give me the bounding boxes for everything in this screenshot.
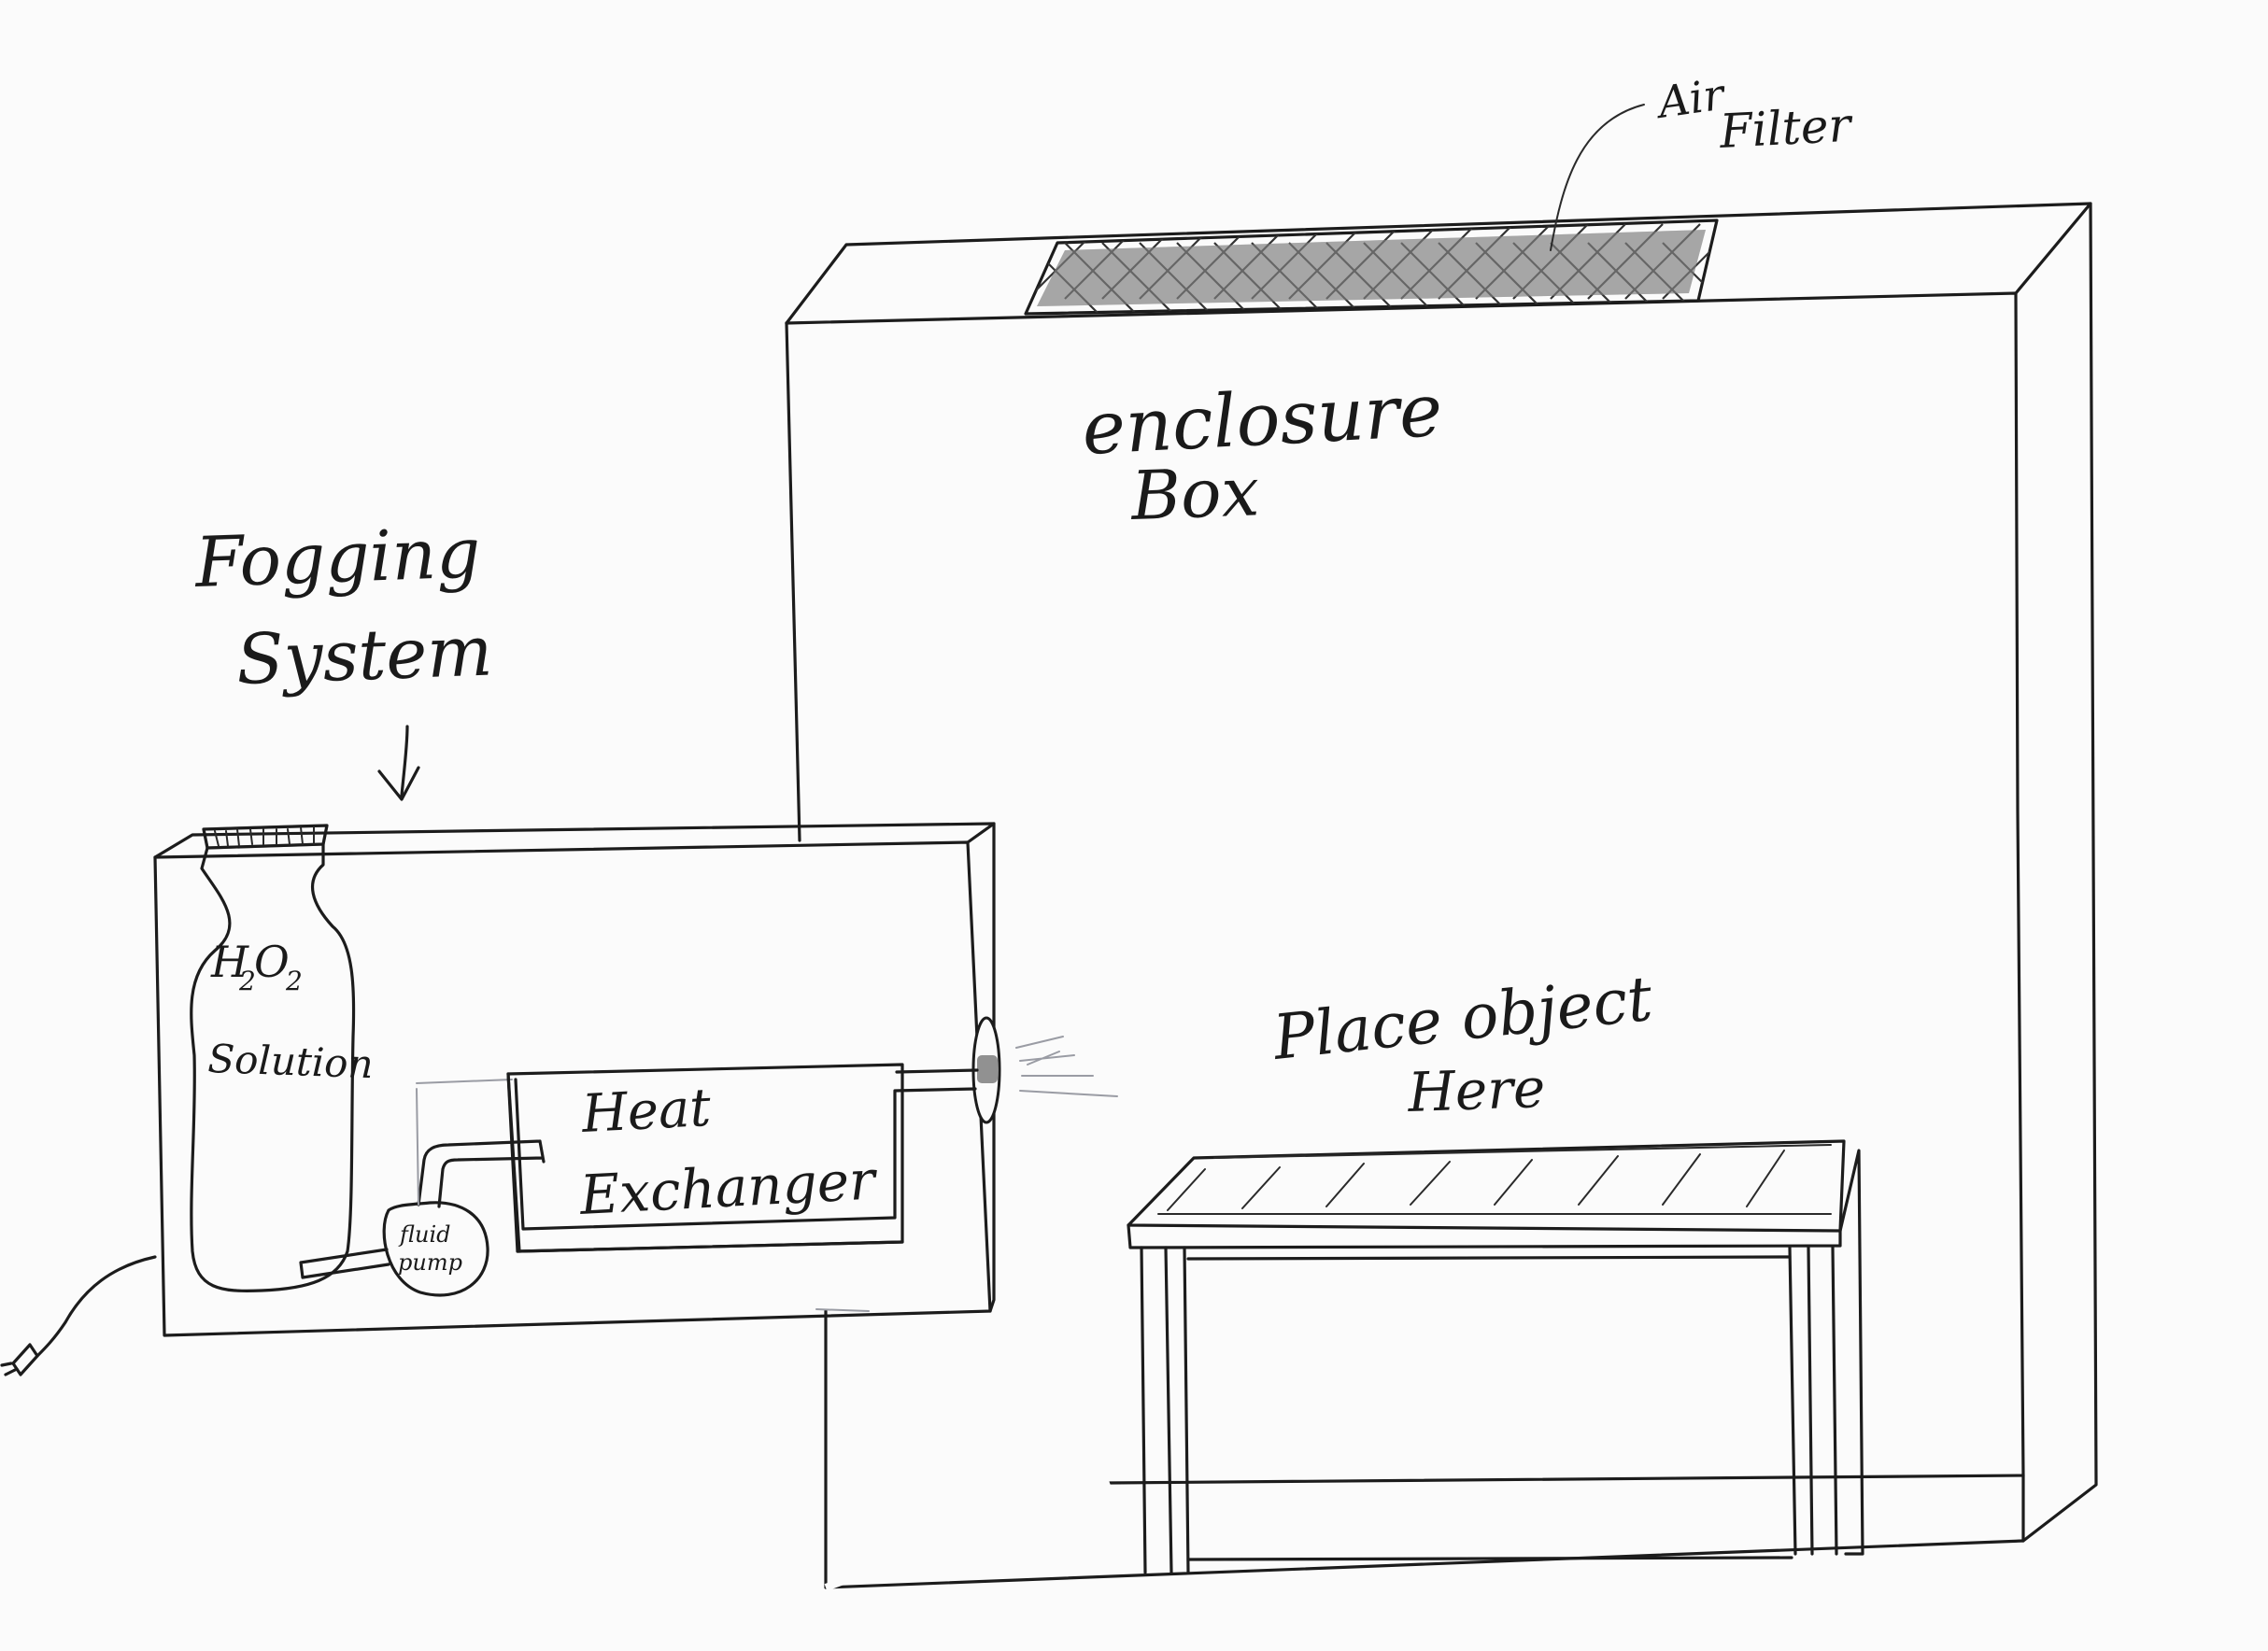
bottle-to-pump-tube bbox=[299, 1248, 390, 1279]
bottle-cap bbox=[202, 824, 329, 850]
air-filter-mesh bbox=[1027, 223, 1717, 314]
power-plug-icon bbox=[0, 1343, 39, 1376]
pump-label-pump: pump bbox=[398, 1249, 462, 1276]
object-stand bbox=[1127, 1139, 1864, 1574]
enclosure-front-left-edge bbox=[785, 321, 801, 842]
exchanger-label: Exchanger bbox=[577, 1148, 879, 1227]
enclosure-label: enclosure bbox=[1080, 369, 1444, 472]
enclosure-box bbox=[785, 202, 2098, 1591]
pump-label-fluid: fluid bbox=[398, 1221, 451, 1248]
heat-label: Heat bbox=[579, 1078, 713, 1145]
fluid-pump bbox=[382, 1201, 489, 1297]
h2o2-label-h: H bbox=[210, 937, 249, 987]
air-filter-label-filter: Filter bbox=[1718, 98, 1855, 159]
power-cord bbox=[35, 1255, 157, 1358]
h2o2-label-o: O bbox=[254, 937, 290, 987]
h2o2-bottle bbox=[190, 824, 356, 1292]
h2o2-label-sub-2a: 2 bbox=[238, 966, 256, 996]
air-filter-label-air: Air bbox=[1651, 68, 1730, 128]
pump-to-exchanger-tube bbox=[417, 1139, 546, 1208]
bottle-body bbox=[190, 842, 356, 1292]
solution-label: Solution bbox=[207, 1036, 375, 1087]
place-object-label: Place object bbox=[1269, 963, 1656, 1074]
down-arrow-icon bbox=[377, 725, 420, 801]
faint-guide-lines bbox=[416, 1079, 870, 1312]
system-label: System bbox=[235, 611, 494, 700]
fog-spray-lines bbox=[1015, 1036, 1118, 1097]
enclosure-top-face bbox=[785, 202, 2092, 325]
fogging-box-front bbox=[153, 840, 992, 1337]
heat-exchanger bbox=[506, 1063, 979, 1253]
h2o2-label-sub-2b: 2 bbox=[285, 966, 303, 996]
fogging-box bbox=[153, 822, 1118, 1337]
box-label: Box bbox=[1128, 452, 1261, 535]
fogging-box-side bbox=[988, 822, 996, 1313]
here-label: Here bbox=[1406, 1056, 1546, 1124]
fogging-label: Fogging bbox=[192, 513, 482, 603]
air-filter bbox=[1024, 104, 1719, 316]
fogging-box-top bbox=[153, 822, 996, 859]
enclosure-side-face bbox=[2021, 202, 2098, 1543]
air-filter-leader bbox=[1550, 104, 1645, 251]
enclosure-bottom-edge bbox=[824, 1539, 2025, 1589]
